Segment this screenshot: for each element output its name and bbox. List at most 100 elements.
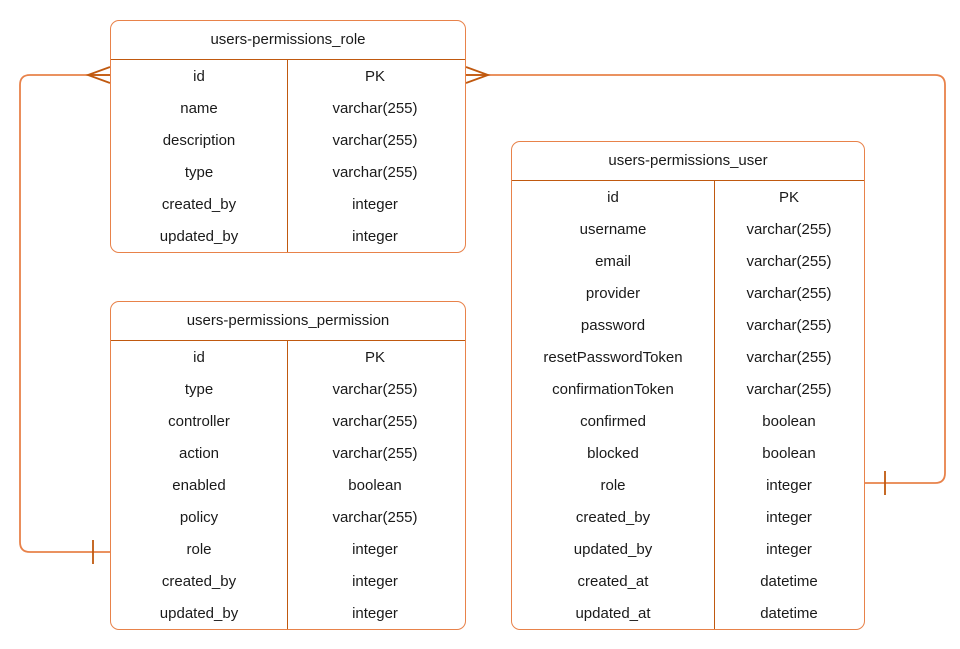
attribute-name: name — [180, 99, 218, 117]
attribute-type: integer — [766, 540, 812, 558]
attribute-name: enabled — [172, 476, 226, 494]
attribute-name: created_by — [161, 195, 237, 213]
attribute-name: updated_at — [575, 604, 651, 622]
attribute-name: policy — [179, 508, 219, 526]
attribute-type: boolean — [348, 476, 402, 494]
attribute-type: integer — [352, 227, 398, 245]
relationship-role-to-permission — [19, 66, 111, 564]
attribute-type: PK — [778, 188, 799, 206]
attribute-type: varchar(255) — [332, 508, 418, 526]
attribute-type: varchar(255) — [746, 220, 832, 238]
attribute-type: varchar(255) — [746, 348, 832, 366]
entity-users-permissions-role[interactable]: users-permissions_role id PK name varcha… — [110, 20, 466, 253]
attribute-name: password — [580, 316, 646, 334]
crows-foot-marker-left — [85, 66, 111, 84]
attribute-row: created_by integer — [111, 565, 465, 597]
attribute-name: type — [184, 163, 214, 181]
relationship-role-to-user — [465, 66, 946, 495]
attribute-name: email — [595, 252, 631, 270]
attribute-name: updated_by — [573, 540, 653, 558]
entity-attribute-list: id PK username varchar(255) email varcha… — [512, 181, 864, 629]
column-divider — [714, 181, 715, 629]
attribute-type: boolean — [762, 412, 816, 430]
attribute-type: varchar(255) — [332, 380, 418, 398]
attribute-name: role — [600, 476, 626, 494]
attribute-name: blocked — [587, 444, 639, 462]
attribute-type: boolean — [762, 444, 816, 462]
attribute-name: updated_by — [159, 604, 239, 622]
attribute-row: updated_by integer — [111, 597, 465, 629]
entity-title: users-permissions_permission — [111, 302, 465, 341]
attribute-type: integer — [352, 572, 398, 590]
attribute-row: updated_by integer — [111, 220, 465, 252]
attribute-name: provider — [585, 284, 641, 302]
attribute-row: created_by integer — [111, 188, 465, 220]
attribute-row: policy varchar(255) — [111, 501, 465, 533]
attribute-row: action varchar(255) — [111, 437, 465, 469]
entity-users-permissions-user[interactable]: users-permissions_user id PK username va… — [511, 141, 865, 630]
attribute-type: varchar(255) — [332, 99, 418, 117]
attribute-row: type varchar(255) — [111, 373, 465, 405]
attribute-type: varchar(255) — [332, 444, 418, 462]
attribute-type: integer — [352, 604, 398, 622]
attribute-row: id PK — [111, 341, 465, 373]
entity-users-permissions-permission[interactable]: users-permissions_permission id PK type … — [110, 301, 466, 630]
attribute-name: description — [162, 131, 236, 149]
attribute-type: integer — [766, 508, 812, 526]
attribute-type: PK — [364, 67, 385, 85]
attribute-row: controller varchar(255) — [111, 405, 465, 437]
attribute-name: created_by — [161, 572, 237, 590]
crows-foot-marker-right — [465, 66, 491, 84]
attribute-row: confirmed boolean — [512, 405, 864, 437]
attribute-name: updated_by — [159, 227, 239, 245]
attribute-name: controller — [168, 412, 230, 430]
attribute-type: integer — [352, 195, 398, 213]
attribute-type: datetime — [760, 572, 818, 590]
column-divider — [287, 341, 288, 629]
attribute-type: varchar(255) — [332, 412, 418, 430]
attribute-type: PK — [364, 348, 385, 366]
attribute-row: name varchar(255) — [111, 92, 465, 124]
attribute-name: created_at — [577, 572, 649, 590]
attribute-type: varchar(255) — [746, 252, 832, 270]
attribute-type: datetime — [760, 604, 818, 622]
attribute-row: created_by integer — [512, 501, 864, 533]
attribute-row: created_at datetime — [512, 565, 864, 597]
attribute-type: varchar(255) — [746, 316, 832, 334]
entity-title: users-permissions_role — [111, 21, 465, 60]
attribute-name: confirmed — [580, 412, 646, 430]
attribute-row: resetPasswordToken varchar(255) — [512, 341, 864, 373]
attribute-name: created_by — [575, 508, 651, 526]
attribute-type: varchar(255) — [746, 380, 832, 398]
attribute-row: role integer — [111, 533, 465, 565]
attribute-row: updated_by integer — [512, 533, 864, 565]
attribute-row: id PK — [111, 60, 465, 92]
attribute-type: varchar(255) — [746, 284, 832, 302]
attribute-row: id PK — [512, 181, 864, 213]
attribute-type: varchar(255) — [332, 163, 418, 181]
attribute-name: username — [579, 220, 647, 238]
attribute-name: resetPasswordToken — [543, 348, 683, 366]
entity-title: users-permissions_user — [512, 142, 864, 181]
attribute-row: enabled boolean — [111, 469, 465, 501]
attribute-name: confirmationToken — [552, 380, 674, 398]
attribute-name: type — [184, 380, 214, 398]
attribute-row: type varchar(255) — [111, 156, 465, 188]
attribute-name: id — [193, 348, 205, 366]
attribute-row: updated_at datetime — [512, 597, 864, 629]
attribute-type: integer — [766, 476, 812, 494]
attribute-name: id — [607, 188, 619, 206]
attribute-row: description varchar(255) — [111, 124, 465, 156]
column-divider — [287, 60, 288, 252]
attribute-name: action — [178, 444, 220, 462]
attribute-row: blocked boolean — [512, 437, 864, 469]
attribute-name: role — [186, 540, 212, 558]
entity-attribute-list: id PK name varchar(255) description varc… — [111, 60, 465, 252]
attribute-row: email varchar(255) — [512, 245, 864, 277]
attribute-type: varchar(255) — [332, 131, 418, 149]
attribute-row: password varchar(255) — [512, 309, 864, 341]
attribute-row: provider varchar(255) — [512, 277, 864, 309]
attribute-row: username varchar(255) — [512, 213, 864, 245]
